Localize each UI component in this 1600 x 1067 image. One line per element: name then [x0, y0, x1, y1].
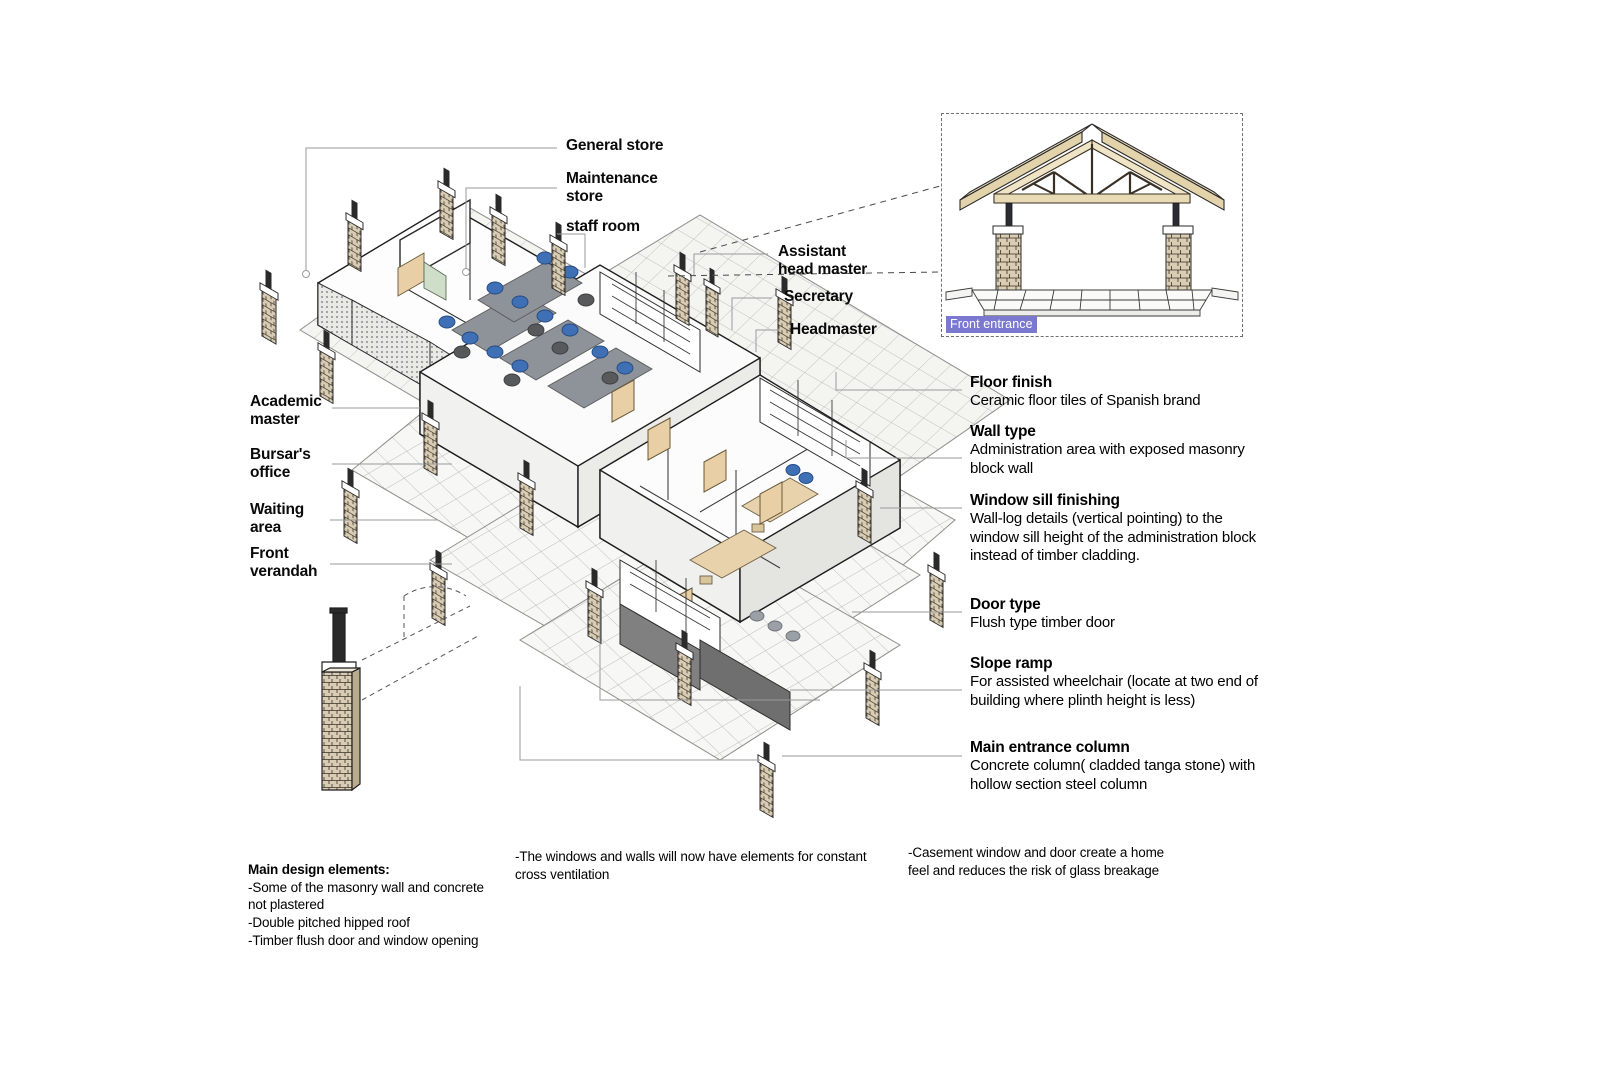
staff-room-furniture — [438, 251, 653, 409]
store-wing — [317, 198, 593, 410]
spec-heading: Floor finish — [970, 374, 1052, 391]
spec-floor-finish: Floor finish Ceramic floor tiles of Span… — [970, 374, 1270, 411]
notes-main-design-elements: Main design elements: -Some of the mason… — [248, 843, 518, 968]
timber-doors — [611, 379, 783, 631]
front-entrance-section — [942, 114, 1242, 336]
notes-heading: Main design elements: — [248, 861, 390, 877]
notes-cross-ventilation: -The windows and walls will now have ele… — [515, 849, 867, 882]
spec-body: Wall-log details (vertical pointing) to … — [970, 509, 1256, 565]
spec-door-type: Door type Flush type timber door — [970, 596, 1270, 633]
staff-room-windows — [599, 271, 701, 373]
notes-items: -Some of the masonry wall and concrete n… — [248, 879, 484, 949]
spec-body: Administration area with exposed masonry… — [970, 440, 1245, 477]
label-staff-room: staff room — [566, 218, 640, 235]
admin-offices-volume — [599, 374, 901, 624]
spec-body: Ceramic floor tiles of Spanish brand — [970, 391, 1201, 409]
label-waiting-area: Waiting area — [250, 501, 304, 537]
label-bursars-office: Bursar's office — [250, 446, 311, 482]
spec-heading: Main entrance column — [970, 739, 1130, 756]
spec-heading: Door type — [970, 596, 1041, 613]
spec-main-entrance-column: Main entrance column Concrete column( cl… — [970, 739, 1270, 794]
label-headmaster: Headmaster — [790, 321, 877, 338]
spec-heading: Slope ramp — [970, 655, 1053, 672]
floor-slab — [299, 207, 1011, 761]
label-maintenance-store: Maintenance store — [566, 170, 658, 206]
label-front-verandah: Front verandah — [250, 545, 318, 581]
notes-casement-window: -Casement window and door create a home … — [908, 845, 1165, 878]
label-assistant-head-master: Assistant head master — [778, 243, 868, 279]
spec-slope-ramp: Slope ramp For assisted wheelchair (loca… — [970, 655, 1270, 710]
label-secretary: Secretary — [784, 288, 853, 305]
spec-heading: Wall type — [970, 423, 1036, 440]
enlarged-stone-column — [321, 607, 361, 792]
inset-caption: Front entrance — [946, 316, 1037, 333]
spec-body: Concrete column( cladded tanga stone) wi… — [970, 756, 1256, 793]
admin-window-band — [619, 377, 871, 663]
staff-room-volume — [419, 264, 761, 529]
spec-body: Flush type timber door — [970, 613, 1115, 631]
masonry-block-wall — [317, 282, 469, 411]
spec-heading: Window sill finishing — [970, 492, 1120, 509]
label-general-store: General store — [566, 137, 664, 154]
front-entrance-section-inset — [941, 113, 1243, 337]
office-furniture — [689, 464, 819, 642]
label-academic-master: Academic master — [250, 393, 322, 429]
exposed-masonry-skirt — [619, 603, 791, 731]
spec-body: For assisted wheelchair (locate at two e… — [970, 672, 1258, 709]
spec-window-sill-finishing: Window sill finishing Wall-log details (… — [970, 492, 1270, 566]
spec-wall-type: Wall type Administration area with expos… — [970, 423, 1270, 478]
